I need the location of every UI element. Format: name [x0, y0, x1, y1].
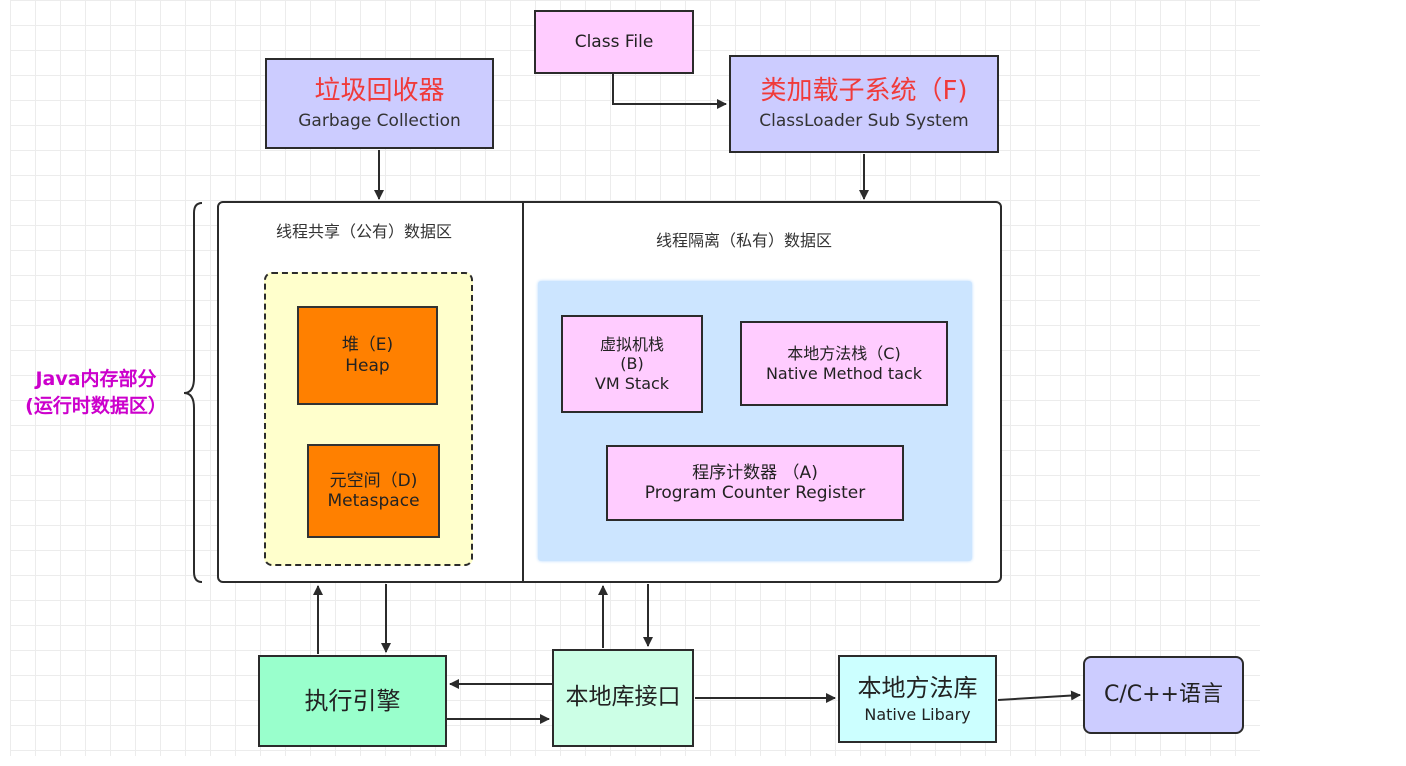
- shared-area-title: 线程共享（公有）数据区: [276, 222, 453, 241]
- metaspace-line2: Metaspace: [327, 491, 420, 511]
- vm-stack-line2: (B): [620, 354, 644, 374]
- gc-subtitle: Garbage Collection: [298, 110, 461, 131]
- vm-stack-box[interactable]: 虚拟机栈 (B) VM Stack: [561, 315, 703, 413]
- native-library-box[interactable]: 本地方法库 Native Libary: [838, 655, 997, 743]
- vm-stack-line1: 虚拟机栈: [599, 335, 664, 355]
- classloader-title: 类加载子系统（F): [760, 76, 968, 107]
- native-interface-label: 本地库接口: [565, 684, 681, 711]
- heap-line1: 堆（E): [341, 335, 394, 356]
- native-library-subtitle: Native Libary: [864, 704, 971, 724]
- memory-label: Java内存部分 (运行时数据区）: [10, 366, 182, 420]
- area-divider: [522, 202, 524, 582]
- vm-stack-line3: VM Stack: [594, 373, 670, 393]
- native-stack-line1: 本地方法栈（C): [787, 344, 901, 364]
- program-counter-box[interactable]: 程序计数器 （A) Program Counter Register: [606, 445, 904, 521]
- heap-line2: Heap: [345, 355, 390, 376]
- native-interface-box[interactable]: 本地库接口: [552, 649, 694, 747]
- native-stack-line2: Native Method tack: [765, 363, 923, 383]
- classloader-subtitle: ClassLoader Sub System: [759, 111, 969, 132]
- metaspace-line1: 元空间（D): [329, 470, 418, 491]
- garbage-collection-box[interactable]: 垃圾回收器 Garbage Collection: [265, 58, 494, 149]
- execution-engine-box[interactable]: 执行引擎: [258, 655, 447, 747]
- cpp-language-box[interactable]: C/C++语言: [1083, 656, 1244, 734]
- native-method-stack-box[interactable]: 本地方法栈（C) Native Method tack: [740, 321, 948, 406]
- native-library-title: 本地方法库: [857, 674, 978, 702]
- memory-label-line1: Java内存部分: [35, 368, 157, 390]
- cpp-label: C/C++语言: [1103, 681, 1223, 707]
- pc-line2: Program Counter Register: [644, 483, 866, 503]
- class-file-box[interactable]: Class File: [534, 10, 694, 74]
- gc-title: 垃圾回收器: [314, 75, 445, 106]
- pc-line1: 程序计数器 （A): [692, 462, 818, 483]
- memory-label-line2: (运行时数据区）: [25, 395, 167, 417]
- metaspace-box[interactable]: 元空间（D) Metaspace: [307, 444, 440, 538]
- classloader-box[interactable]: 类加载子系统（F) ClassLoader Sub System: [729, 55, 999, 153]
- heap-box[interactable]: 堆（E) Heap: [297, 306, 438, 405]
- private-area-title: 线程隔离（私有）数据区: [656, 231, 833, 250]
- exec-engine-label: 执行引擎: [304, 686, 401, 715]
- class-file-label: Class File: [574, 31, 654, 52]
